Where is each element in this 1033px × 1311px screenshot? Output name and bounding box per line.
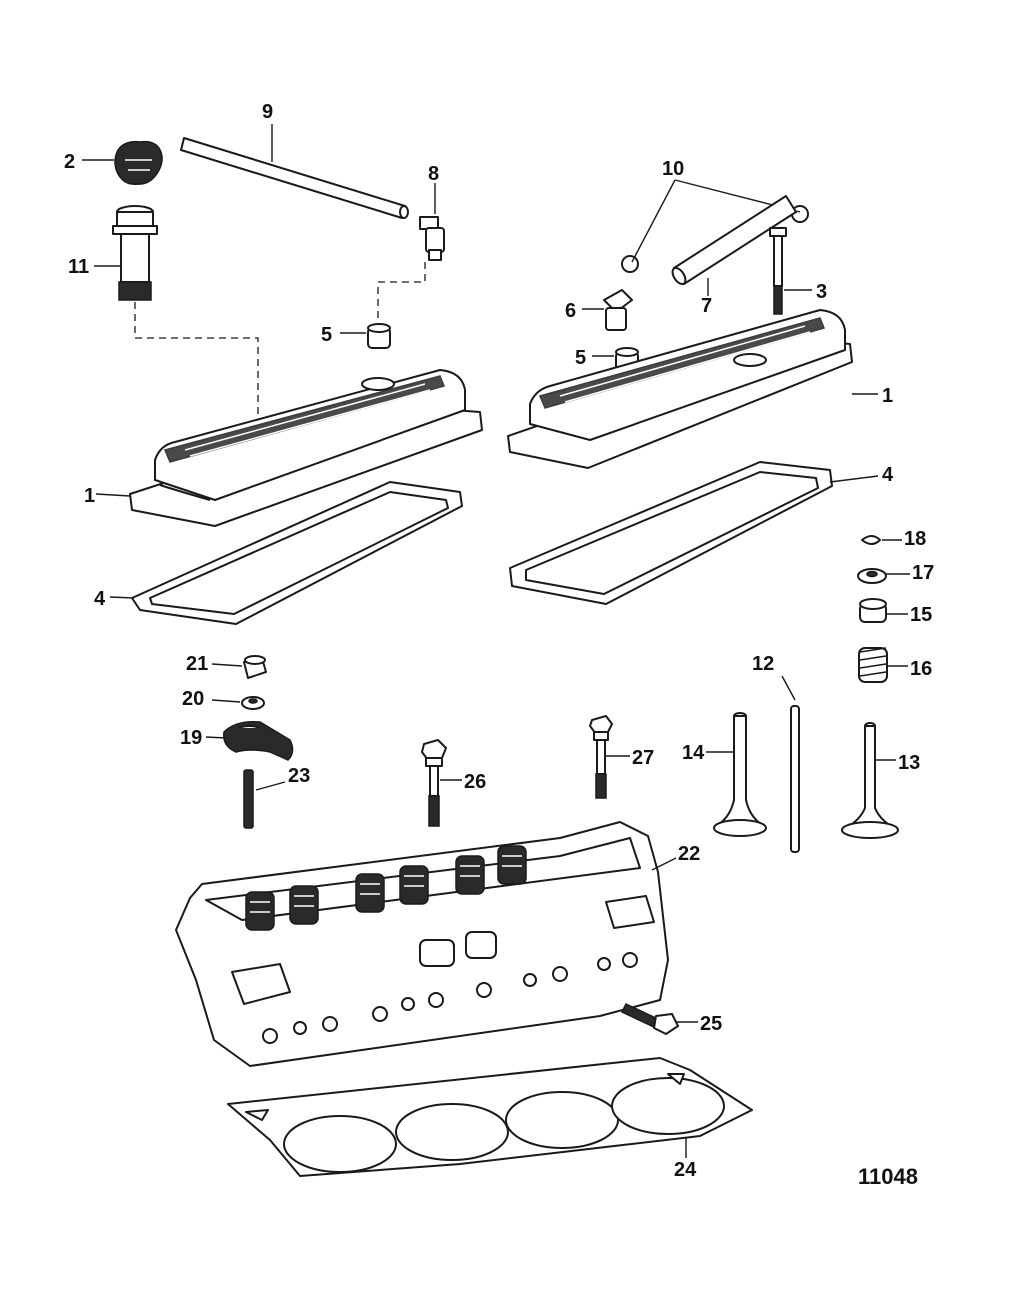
callout-26: 26	[464, 771, 486, 793]
part-exhaust-valve	[713, 712, 767, 837]
callout-20: 20	[182, 688, 204, 710]
callout-24: 24	[674, 1159, 697, 1181]
callout-19: 19	[180, 727, 202, 749]
part-intake-valve	[841, 722, 899, 839]
part-rocker-arm	[223, 720, 294, 761]
part-spring-retainer	[857, 568, 887, 584]
part-push-rod	[790, 705, 800, 853]
callout-4-right: 4	[882, 464, 894, 486]
callout-13: 13	[898, 752, 920, 774]
part-gasket-left	[131, 481, 463, 625]
part-rocker-ball	[241, 696, 265, 710]
callout-17: 17	[912, 562, 934, 584]
part-head-bolt-long	[421, 739, 447, 827]
head-valve-springs	[245, 845, 527, 931]
callout-16: 16	[910, 658, 932, 680]
callout-15: 15	[910, 604, 932, 626]
head-exhaust-ports	[231, 895, 655, 1005]
callout-25: 25	[700, 1013, 722, 1035]
part-head-bolt-short	[589, 715, 613, 799]
part-oil-fill-tube	[112, 205, 158, 301]
callout-27: 27	[632, 747, 654, 769]
part-valve-spring	[858, 647, 888, 683]
part-valve-keeper	[861, 535, 881, 545]
head-bolt-holes	[262, 952, 638, 1044]
callout-22: 22	[678, 843, 700, 865]
part-pcv-valve	[603, 289, 633, 331]
part-hose	[671, 195, 797, 286]
part-valve-cover-left	[129, 369, 483, 527]
part-breather-tube	[180, 137, 409, 219]
callout-2: 2	[64, 151, 75, 173]
part-valve-cover-right	[507, 309, 853, 469]
callout-9: 9	[262, 101, 273, 123]
callout-18: 18	[904, 528, 926, 550]
callout-11: 11	[68, 256, 89, 278]
callout-10: 10	[662, 158, 684, 180]
part-gasket-right	[509, 461, 833, 605]
callout-21: 21	[186, 653, 208, 675]
callout-5-left: 5	[321, 324, 332, 346]
part-head-bolt-angled	[620, 1003, 679, 1035]
part-pcv-elbow	[419, 216, 445, 261]
part-rocker-nut	[243, 655, 267, 679]
part-valve-seal	[859, 598, 887, 623]
callout-14: 14	[682, 742, 705, 764]
part-head-gasket	[227, 1057, 753, 1177]
callout-7: 7	[701, 295, 712, 317]
part-cover-bolt	[769, 227, 787, 315]
part-rocker-stud	[243, 769, 254, 829]
callout-6: 6	[565, 300, 576, 322]
callout-4-left: 4	[94, 588, 106, 610]
part-cylinder-head	[175, 821, 669, 1067]
callout-12: 12	[752, 653, 774, 675]
callout-5-right: 5	[575, 347, 586, 369]
part-oil-fill-cap	[114, 140, 163, 186]
part-grommet-left	[367, 323, 391, 349]
callout-1-right: 1	[882, 385, 893, 407]
figure-number: 11048	[858, 1164, 918, 1189]
callout-1-left: 1	[84, 485, 95, 507]
callout-8: 8	[428, 163, 439, 185]
callout-3: 3	[816, 281, 827, 303]
callout-23: 23	[288, 765, 310, 787]
